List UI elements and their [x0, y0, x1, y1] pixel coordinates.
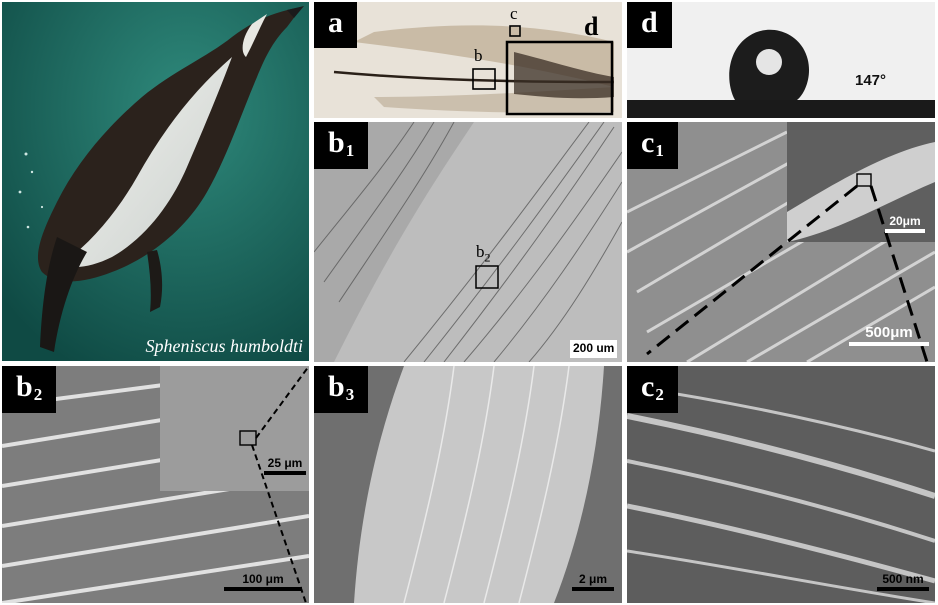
penguin-photo: [2, 2, 309, 361]
scale-c1-text: 500μm: [865, 324, 913, 341]
scale-bar-c1: 500μm: [849, 324, 929, 346]
scale-bar-c2: 500 nm: [877, 572, 929, 591]
panel-b1-letter: b: [328, 126, 345, 159]
species-caption: Spheniscus humboldti: [145, 336, 304, 356]
b2-box-letter: b: [476, 242, 485, 261]
panel-c1-sub: 1: [655, 141, 664, 160]
panel-b3-letter: b: [328, 370, 345, 403]
panel-a-label: a: [314, 2, 357, 48]
panel-b3-sem: b3 2 μm: [314, 366, 622, 603]
panel-c1-letter: c: [641, 126, 655, 159]
panel-b2-label: b2: [2, 366, 57, 413]
panel-c2-sem: c2 500 nm: [627, 366, 935, 603]
panel-c1-sem: c1 20μm 500μm: [627, 122, 935, 362]
inset-scale-b2-text: 25 μm: [267, 456, 303, 470]
sem-image-c1: [627, 122, 935, 362]
box-b-label: b: [474, 46, 483, 65]
panel-a-feather: a b c d: [314, 2, 622, 118]
inset-scale-c1-text: 20μm: [889, 214, 921, 228]
panel-b3-sub: 3: [345, 385, 355, 404]
feather-photo: [314, 2, 622, 118]
scale-bar-b1: 200 um: [570, 340, 618, 358]
panel-b3-label: b3: [314, 366, 369, 413]
panel-c1-label: c1: [627, 122, 678, 169]
scale-bar-b2: 100 μm: [224, 572, 302, 591]
scale-c2-text: 500 nm: [882, 572, 924, 586]
panel-b2-sem: b2 25 μm 100 μm: [2, 366, 309, 603]
panel-b1-label: b1: [314, 122, 369, 169]
panel-c2-letter: c: [641, 370, 655, 403]
box-d-label: d: [584, 12, 599, 41]
panel-b2-letter: b: [16, 370, 33, 403]
panel-b1-sem: b1 b2 200 um: [314, 122, 622, 362]
inset-scale-bar-b2: 25 μm: [264, 456, 306, 475]
panel-b2-sub: 2: [33, 385, 43, 404]
panel-b1-sub: 1: [345, 141, 355, 160]
b2-box-sub: 2: [484, 250, 491, 265]
box-c-label: c: [510, 4, 518, 23]
panel-d-label: d: [627, 2, 672, 48]
scale-b2-text: 100 μm: [242, 572, 284, 586]
panel-c2-sub: 2: [655, 385, 664, 404]
penguin-photo-panel: Spheniscus humboldti: [2, 2, 309, 361]
droplet-image: [627, 2, 935, 118]
inset-scale-bar-c1: 20μm: [885, 214, 925, 233]
b2-box-label: b2: [476, 242, 491, 265]
scale-b1-text: 200 um: [573, 341, 615, 355]
panel-c2-label: c2: [627, 366, 678, 413]
sem-image-c2: [627, 366, 935, 603]
scale-b3-text: 2 μm: [578, 572, 608, 586]
contact-angle-value: 147°: [855, 72, 887, 89]
panel-d-contact-angle: d 147°: [627, 2, 935, 118]
scale-bar-b3: 2 μm: [572, 572, 614, 591]
